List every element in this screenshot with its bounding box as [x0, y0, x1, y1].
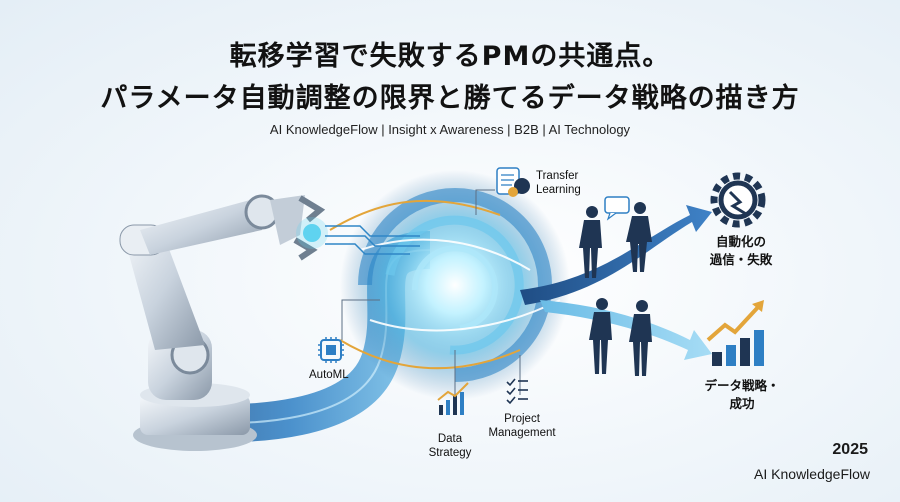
- title-line-2: パラメータ自動調整の限界と勝てるデータ戦略の描き方: [100, 83, 800, 114]
- gear-icon: [710, 172, 766, 228]
- downward-arrow: [540, 300, 712, 360]
- upward-arrow: [520, 205, 712, 305]
- chip-icon: [318, 337, 344, 363]
- transfer-learning-icon: [496, 167, 530, 197]
- label-automl: AutoML: [309, 369, 349, 381]
- label-data-strategy: Data Strategy: [428, 433, 472, 459]
- circuit-lines: [325, 225, 420, 255]
- success-chart-icon: [706, 300, 764, 366]
- footer-year: 2025: [832, 441, 868, 458]
- subtitle: AI KnowledgeFlow | Insight x Awareness |…: [269, 122, 631, 137]
- chat-icon: [604, 196, 630, 221]
- label-project-management: Project Management: [488, 413, 556, 439]
- people-icon: [579, 202, 652, 376]
- label-automation-overreliance: 自動化の 過信・失敗: [709, 234, 773, 267]
- footer-brand: AI KnowledgeFlow: [754, 466, 870, 482]
- checklist-icon: [506, 378, 528, 405]
- chart-icon: [437, 382, 469, 415]
- swirl-vortex: [329, 170, 570, 400]
- label-connectors: [341, 189, 521, 400]
- label-transfer-learning: Transfer Learning: [536, 170, 581, 196]
- label-data-strategy-success: データ戦略・ 成功: [704, 378, 780, 411]
- title-line-1: 転移学習で失敗するPMの共通点。: [229, 41, 671, 72]
- robot-arm-icon: [119, 194, 328, 451]
